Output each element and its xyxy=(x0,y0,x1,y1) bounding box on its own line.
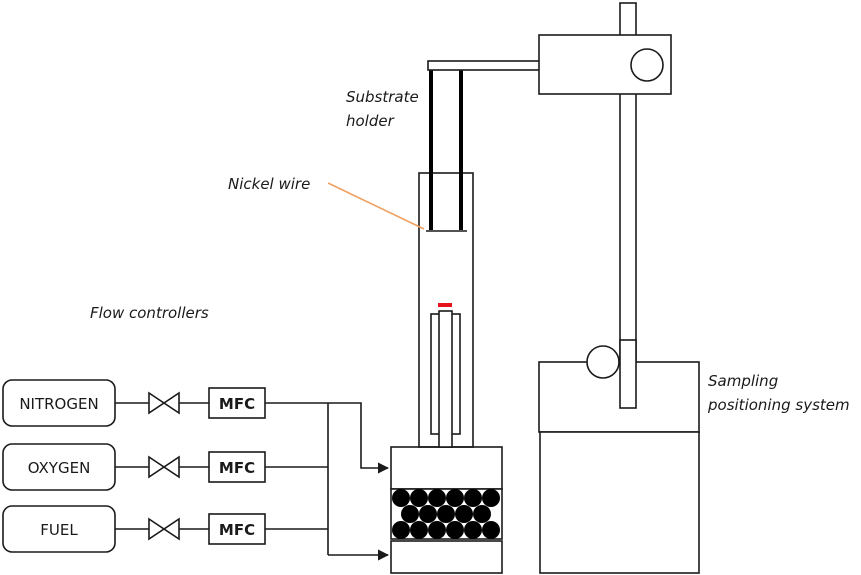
bead xyxy=(428,489,446,507)
bead xyxy=(446,521,464,539)
substrate-holder xyxy=(426,60,542,232)
mfc-label: MFC xyxy=(219,521,255,539)
bead xyxy=(482,489,500,507)
bead xyxy=(464,521,482,539)
clamp-knob-icon xyxy=(630,48,664,82)
bead xyxy=(473,505,491,523)
positioner-base xyxy=(539,431,700,574)
nickel-wire-pointer xyxy=(327,182,425,230)
bead xyxy=(410,521,428,539)
holder-arm xyxy=(427,60,542,71)
bead xyxy=(392,489,410,507)
gas-line-oxygen: OXYGEN MFC xyxy=(2,443,328,491)
flame-marker xyxy=(438,303,452,307)
gas-line-fuel: FUEL MFC xyxy=(2,505,328,553)
mfc-box-fuel xyxy=(208,513,266,545)
bead xyxy=(446,489,464,507)
mfc-label: MFC xyxy=(219,459,255,477)
nitrogen-label: NITROGEN xyxy=(19,395,98,413)
bead xyxy=(392,521,410,539)
positioner-knob-icon xyxy=(586,345,620,379)
valve-icon xyxy=(148,517,180,541)
burner-upper-chamber xyxy=(390,446,503,490)
mfc-box-oxygen xyxy=(208,451,266,483)
bead xyxy=(464,489,482,507)
gas-manifold xyxy=(327,402,390,561)
mfc-label: MFC xyxy=(219,395,255,413)
burner xyxy=(390,446,503,574)
vertical-rod-lower xyxy=(619,339,637,409)
bead xyxy=(401,505,419,523)
valve-icon xyxy=(148,455,180,479)
sampling-positioning-system xyxy=(538,2,700,574)
fuel-label: FUEL xyxy=(40,521,78,539)
flow-controllers-label: Flow controllers xyxy=(90,304,209,322)
gas-line-nitrogen: NITROGEN MFC xyxy=(2,379,328,427)
bead xyxy=(437,505,455,523)
bead xyxy=(482,521,500,539)
bead xyxy=(428,521,446,539)
sampling-label-line2: positioning system xyxy=(707,396,850,414)
sampling-label-line1: Sampling xyxy=(708,372,778,390)
nickel-wire-label: Nickel wire xyxy=(228,175,310,193)
positioner-upper-box xyxy=(538,361,700,433)
upper-inlet-arrow xyxy=(328,402,390,474)
bead-packing xyxy=(392,489,500,539)
substrate-holder-label-line2: holder xyxy=(346,112,395,130)
valve-icon xyxy=(148,391,180,415)
substrate-holder-label-line1: Substrate xyxy=(346,88,419,106)
bead xyxy=(419,505,437,523)
burner-lower-chamber xyxy=(390,540,503,574)
bead xyxy=(455,505,473,523)
oxygen-label: OXYGEN xyxy=(28,459,91,477)
burner-inner-nozzle xyxy=(438,310,453,448)
bead xyxy=(410,489,428,507)
